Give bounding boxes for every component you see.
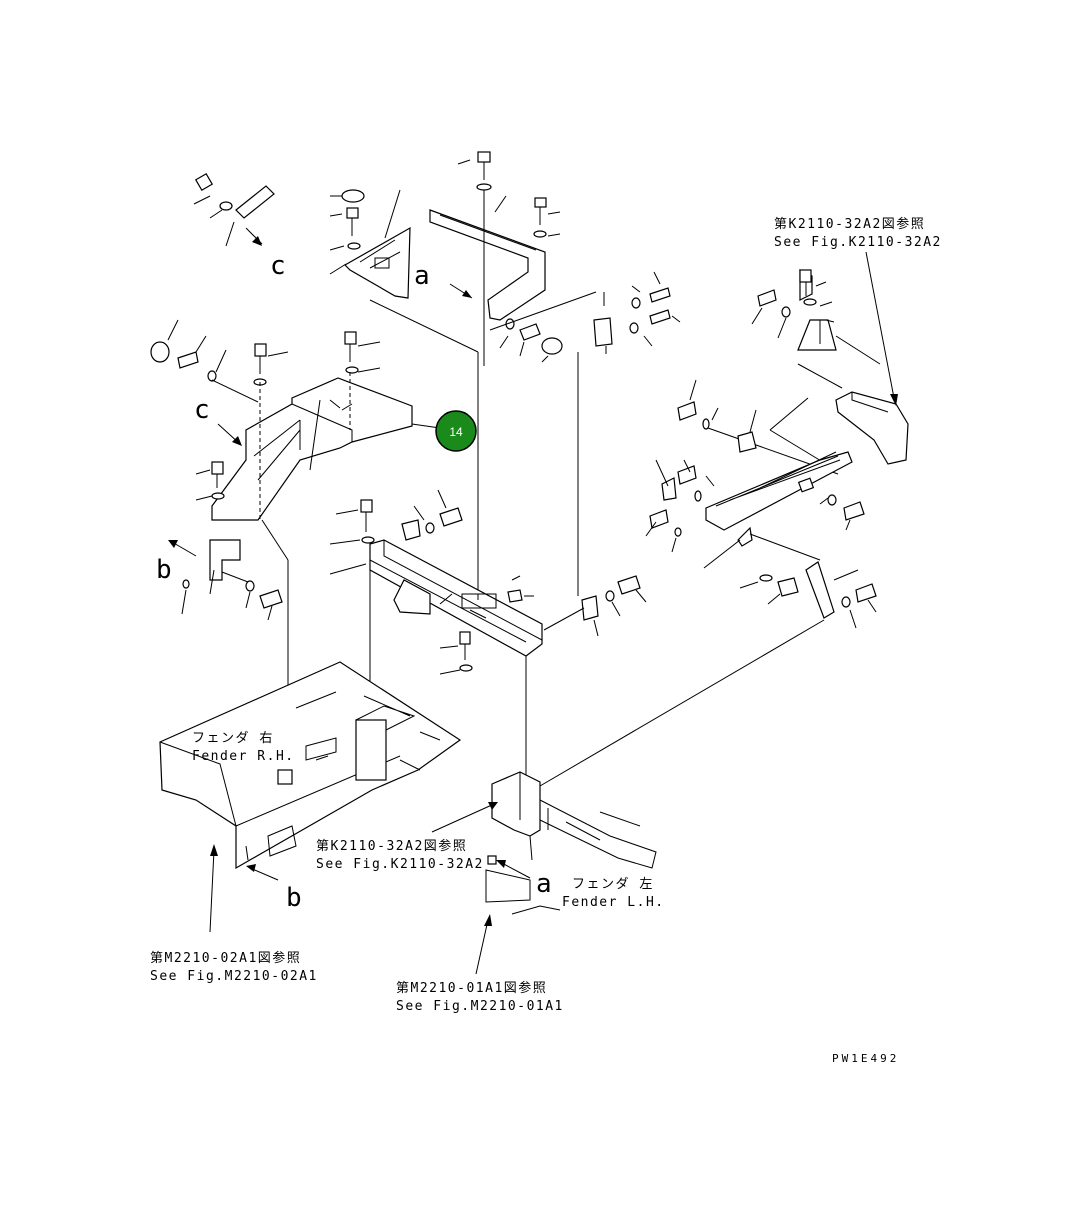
arrow-b-left [168, 540, 197, 557]
arrow-ref-k2110-mid [431, 802, 498, 833]
ref-k2110-mid-en: See Fig.K2110-32A2 [316, 857, 484, 872]
frame-fender-lh-drawing [485, 771, 657, 915]
ref-m2210-01-en: See Fig.M2210-01A1 [396, 999, 564, 1014]
right-rail-assembly [539, 251, 909, 787]
letter-b-bottom: b [286, 883, 302, 913]
letter-c-top: c [270, 251, 286, 281]
arrow-c-mid [217, 423, 242, 446]
ref-k2110-mid-jp: 第K2110-32A2図参照 [316, 838, 467, 854]
letter-a-top: a [414, 261, 430, 291]
crossmember-right-bolts [543, 575, 647, 637]
letter-a-bottom: a [536, 869, 552, 899]
ref-m2210-01-jp: 第M2210-01A1図参照 [396, 980, 547, 996]
main-bracket-14 [150, 319, 441, 521]
fender-lh-jp: フェンダ 左 [572, 877, 654, 892]
arrow-ref-m2210-01 [475, 914, 492, 975]
arrow-a-bottom [496, 860, 531, 879]
callout-14[interactable] [435, 410, 477, 452]
letter-c-mid: c [194, 395, 210, 425]
arrow-a-top [449, 283, 473, 299]
arrow-ref-m2210-02 [209, 844, 218, 933]
letter-b-left: b [156, 555, 172, 585]
fender-rh-en: Fender R.H. [192, 749, 295, 764]
arrow-b-bottom [246, 864, 279, 881]
bracket-c-assembly [193, 172, 275, 247]
cap-and-plate-left [329, 189, 479, 594]
fender-rh-drawing [159, 661, 462, 870]
fender-rh-jp: フェンダ 右 [192, 731, 274, 746]
bolt-group-upper-right [489, 271, 681, 596]
ref-k2110-top-en: See Fig.K2110-32A2 [774, 235, 942, 250]
crossmember-assembly [329, 489, 543, 786]
fender-lh-en: Fender L.H. [562, 895, 665, 910]
ref-m2210-02-jp: 第M2210-02A1図参照 [150, 950, 301, 966]
drawing-code: PW1E492 [832, 1052, 899, 1065]
ref-k2110-top-jp: 第K2110-32A2図参照 [774, 216, 925, 232]
ref-m2210-02-en: See Fig.M2210-02A1 [150, 969, 318, 984]
top-cover-assembly [429, 151, 561, 366]
callout-14-label[interactable]: 14 [449, 425, 463, 439]
